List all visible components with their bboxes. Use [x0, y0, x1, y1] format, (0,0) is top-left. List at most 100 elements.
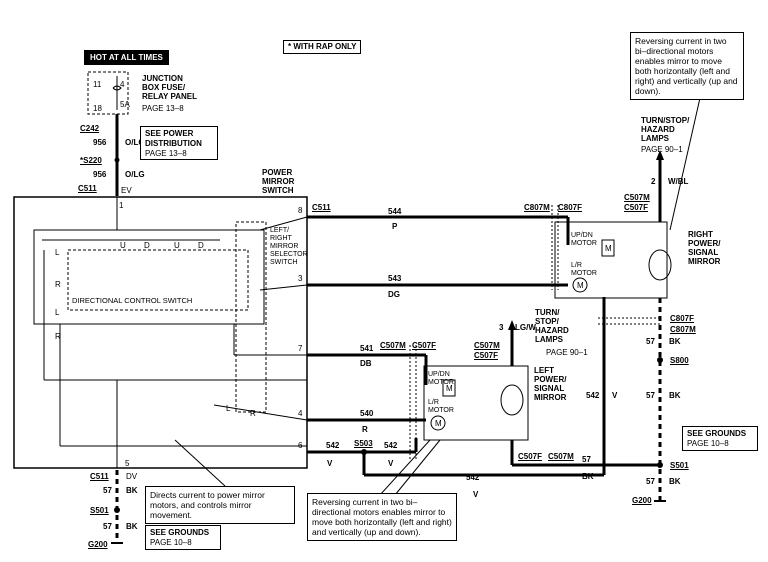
wire-544-label: 544	[388, 207, 402, 216]
splice-s220-label: *S220	[80, 156, 102, 165]
connector-c507m: C507M	[380, 341, 406, 350]
note-leader-bottom	[379, 439, 431, 496]
switch-function-note: Directs current to power mirror motors, …	[145, 486, 295, 524]
see-grounds-page-left: PAGE 10–8	[150, 538, 192, 547]
left-connector-c507m: C507M	[474, 341, 500, 350]
switch-pin-8: 8	[298, 206, 303, 215]
switch-pin-1: 1	[119, 201, 124, 210]
ground-wire-bk: BK	[126, 486, 138, 495]
right-ground-wire-57-b: 57	[646, 391, 655, 400]
splice-s501-right	[657, 462, 663, 468]
dc-switch-dashed	[67, 249, 249, 311]
wire-542-color-d: V	[612, 391, 618, 400]
switch-r-label: R	[55, 280, 61, 289]
right-updn-label: UP/DN MOTOR	[571, 232, 597, 247]
left-signal-lamp	[500, 384, 524, 416]
fuse-box-outline	[87, 71, 129, 115]
right-wire-wbl: W/BL	[668, 177, 689, 186]
right-connector-c507m: C507M	[624, 193, 650, 202]
junction-box-label: JUNCTION BOX FUSE/ RELAY PANEL	[142, 74, 197, 101]
switch-pin-4: 4	[298, 409, 303, 418]
switch-pin3-internal	[259, 284, 308, 291]
right-turn-lamps-page: PAGE 90–1	[641, 145, 683, 154]
right-ground-splice-s501: S501	[670, 461, 689, 470]
wire-543-label: 543	[388, 274, 402, 283]
splice-s503-label: S503	[354, 439, 373, 448]
right-ground-wire-bk: BK	[669, 337, 681, 346]
wire-542-label: 542	[326, 441, 340, 450]
power-mirror-switch-outline	[13, 196, 308, 469]
ground-wire-57-b: 57	[103, 522, 112, 531]
wire-542-color-b: V	[388, 459, 394, 468]
ground-wire-bk-b: BK	[126, 522, 138, 531]
wire-542-label-b: 542	[384, 441, 398, 450]
note-leader-bottom-b	[394, 439, 441, 496]
directional-switch-outline	[33, 229, 265, 325]
right-ground-wire-bk-b: BK	[669, 391, 681, 400]
left-turn-lamps-label: TURN/ STOP/ HAZARD LAMPS	[535, 308, 569, 344]
switch-l-label-b: L	[55, 308, 60, 317]
left-turn-lamps-page: PAGE 90–1	[546, 348, 588, 357]
switch-l-label-c: L	[226, 404, 231, 413]
connector-c507f-b: C507F	[518, 452, 543, 461]
switch-pin-3: 3	[298, 274, 303, 283]
pin-ev-label: EV	[121, 186, 132, 195]
right-lr-label: L/R MOTOR	[571, 262, 597, 277]
directional-control-switch-label: DIRECTIONAL CONTROL SWITCH	[72, 296, 193, 305]
splice-s503	[361, 449, 367, 455]
fuse-pin-18: 18	[93, 104, 102, 113]
left-lr-m: M	[435, 419, 442, 428]
fuse-pin-4: 4	[120, 80, 125, 89]
note-leader-switch	[174, 439, 226, 487]
fuse-element	[112, 85, 122, 91]
wire-color-olg-b: O/LG	[125, 170, 145, 179]
left-updn-m: M	[446, 384, 453, 393]
see-power-page: PAGE 13–8	[145, 149, 187, 158]
note-leader-top	[669, 97, 701, 231]
right-mirror-title: RIGHT POWER/ SIGNAL MIRROR	[688, 230, 721, 266]
connector-c807f-b: C807F	[670, 314, 695, 323]
wire-543-color: DG	[388, 290, 400, 299]
connector-c511-top: C511	[78, 184, 97, 193]
connector-c242: C242	[80, 124, 100, 133]
see-power-label: SEE POWER DISTRIBUTION	[145, 129, 202, 148]
switch-pin-5: 5	[125, 459, 130, 468]
right-ground-wire-57-d: 57	[646, 477, 655, 486]
selector-switch-dashed	[235, 221, 267, 413]
arrow-right-turn	[656, 150, 664, 160]
right-signal-lamp	[648, 249, 672, 281]
right-lr-motor	[572, 277, 588, 293]
junction-box-page: PAGE 13–8	[142, 104, 184, 113]
splice-s800	[657, 357, 663, 363]
connector-c807m-b: C807M	[670, 325, 696, 334]
ground-connector-c511: C511	[90, 472, 109, 481]
right-turn-lamps-label: TURN/STOP/ HAZARD LAMPS	[641, 116, 690, 143]
selector-switch-label: LEFT/ RIGHT MIRROR SELECTOR SWITCH	[270, 227, 308, 266]
left-wire-lgw: LG/W	[515, 323, 536, 332]
switch-l-label: L	[55, 248, 60, 257]
right-updn-m: M	[605, 244, 612, 253]
reversing-current-note-top: Reversing current in two bi–directional …	[630, 32, 744, 100]
see-grounds-label-right: SEE GROUNDS	[687, 429, 747, 438]
connector-c507f: C507F	[412, 341, 437, 350]
fuse-pin-11: 11	[93, 80, 102, 89]
switch-r-label-b: R	[55, 332, 61, 341]
left-lr-motor	[430, 415, 446, 431]
right-ground-g200: G200	[632, 496, 652, 505]
switch-pin-6: 6	[298, 441, 303, 450]
wire-544-color: P	[392, 222, 398, 231]
wire-541-color: DB	[360, 359, 372, 368]
left-mirror-outline	[423, 365, 529, 441]
switch-r-label-c: R	[250, 409, 256, 418]
right-connector-c507f: C507F	[624, 203, 649, 212]
left-pin-3: 3	[499, 323, 504, 332]
wire-542-color-c: V	[473, 490, 479, 499]
right-updn-motor	[601, 239, 615, 257]
ground-splice-s501: S501	[90, 506, 109, 515]
right-pin-2: 2	[651, 177, 656, 186]
see-grounds-label-left: SEE GROUNDS	[150, 528, 210, 537]
